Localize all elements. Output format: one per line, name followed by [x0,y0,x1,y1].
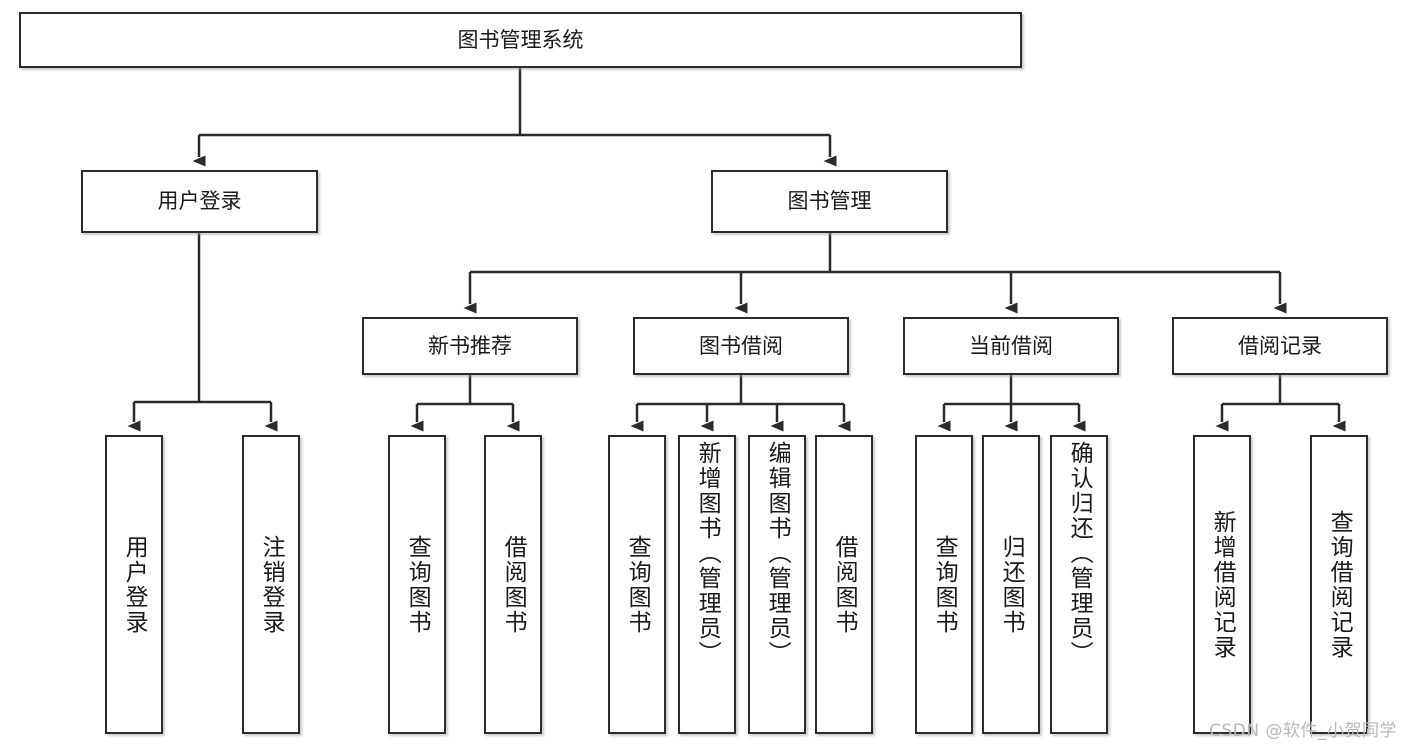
leaf-add-book-admin[interactable]: 新增图书（管理员） [678,435,736,734]
leaf-confirm-return-admin[interactable]: 确认归还（管理员） [1050,435,1108,734]
leaf-query-book-current-label: 查询图书 [931,534,958,635]
leaf-add-book-admin-label: 新增图书（管理员） [694,441,721,666]
leaf-logout[interactable]: 注销登录 [242,435,300,734]
node-user-login[interactable]: 用户登录 [81,170,318,233]
leaf-return-book[interactable]: 归还图书 [982,435,1040,734]
leaf-edit-book-admin-label: 编辑图书（管理员） [764,441,791,666]
leaf-lend-book-label: 借阅图书 [831,534,858,635]
leaf-borrow-book-new[interactable]: 借阅图书 [484,435,542,734]
node-borrow-records-label: 借阅记录 [1238,333,1322,358]
leaf-confirm-return-admin-label: 确认归还（管理员） [1066,441,1093,666]
node-root[interactable]: 图书管理系统 [19,12,1022,68]
node-current-borrow[interactable]: 当前借阅 [903,317,1119,375]
node-new-book-recommend[interactable]: 新书推荐 [362,317,578,375]
leaf-query-borrow-record[interactable]: 查询借阅记录 [1310,435,1368,734]
node-user-login-label: 用户登录 [157,189,242,214]
leaf-lend-book[interactable]: 借阅图书 [815,435,873,734]
node-book-management[interactable]: 图书管理 [711,170,948,233]
leaf-query-borrow-record-label: 查询借阅记录 [1326,509,1353,660]
leaf-user-login[interactable]: 用户登录 [105,435,163,734]
node-current-borrow-label: 当前借阅 [969,333,1053,358]
leaf-edit-book-admin[interactable]: 编辑图书（管理员） [748,435,806,734]
leaf-add-borrow-record[interactable]: 新增借阅记录 [1193,435,1251,734]
leaf-query-book-new[interactable]: 查询图书 [388,435,446,734]
leaf-query-book-current[interactable]: 查询图书 [915,435,973,734]
leaf-return-book-label: 归还图书 [998,534,1025,635]
node-book-management-label: 图书管理 [787,189,872,214]
node-book-borrow-label: 图书借阅 [699,333,783,358]
node-new-book-recommend-label: 新书推荐 [428,333,512,358]
leaf-query-book-borrow-label: 查询图书 [624,534,651,635]
leaf-logout-label: 注销登录 [258,534,285,635]
leaf-borrow-book-new-label: 借阅图书 [500,534,527,635]
leaf-query-book-new-label: 查询图书 [404,534,431,635]
node-book-borrow[interactable]: 图书借阅 [633,317,849,375]
node-borrow-records[interactable]: 借阅记录 [1172,317,1388,375]
leaf-user-login-label: 用户登录 [121,534,148,635]
leaf-query-book-borrow[interactable]: 查询图书 [608,435,666,734]
node-root-label: 图书管理系统 [457,27,584,52]
leaf-add-borrow-record-label: 新增借阅记录 [1209,509,1236,660]
